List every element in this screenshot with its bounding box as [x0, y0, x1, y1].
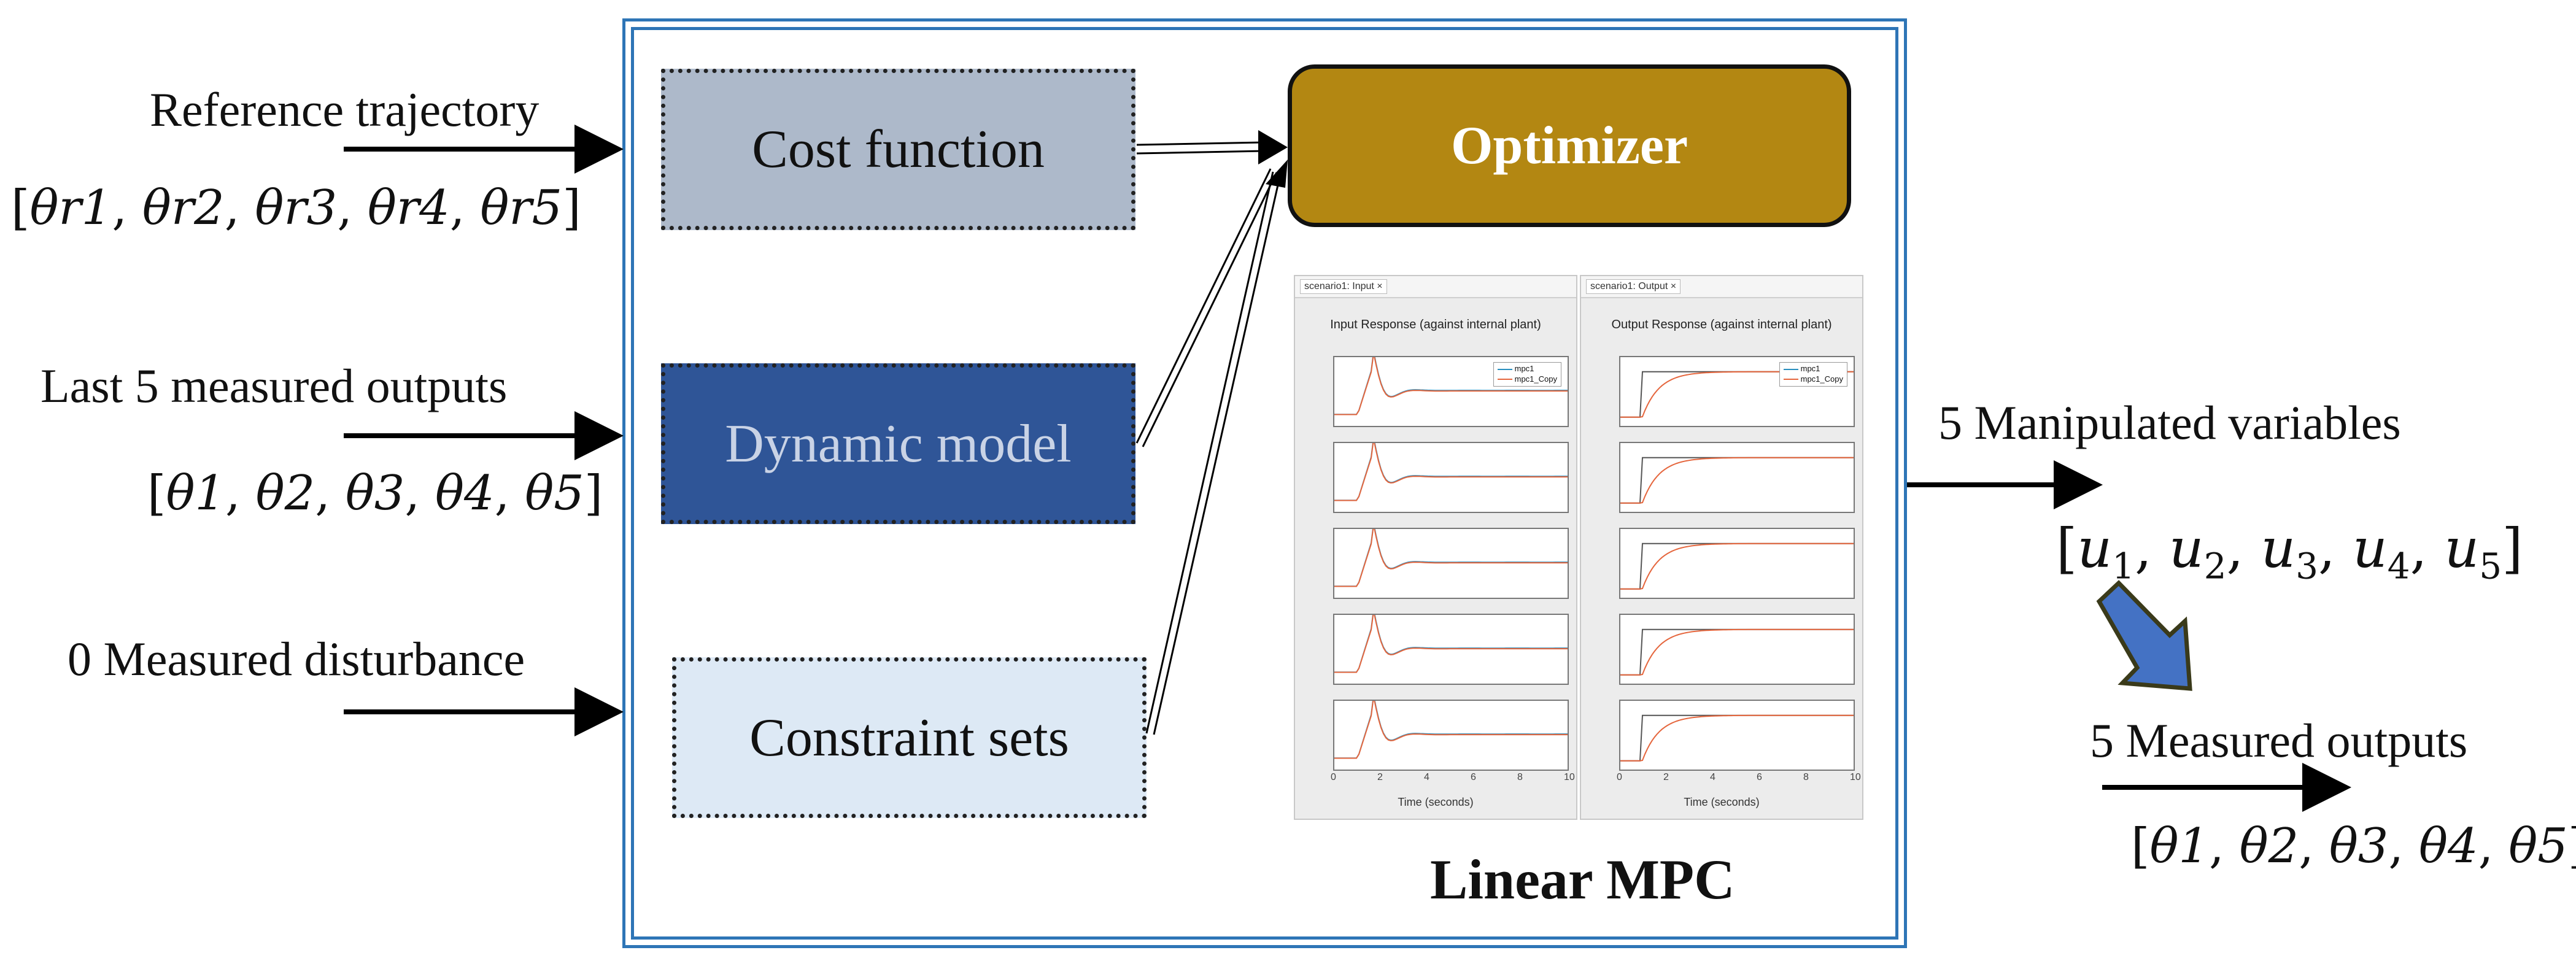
subplot — [1333, 614, 1569, 685]
u-symbol: u — [2352, 517, 2388, 580]
series-line-mpc1-copy — [1620, 714, 1854, 762]
output-response-title: Output Response (against internal plant) — [1611, 318, 1832, 331]
optimizer-links — [1135, 141, 1282, 735]
cost-function-block: Cost function — [661, 69, 1135, 230]
input-xlabel: Time (seconds) — [1398, 796, 1474, 808]
optimizer-block: Optimizer — [1288, 64, 1851, 227]
last-measured-outputs-label: Last 5 measured outputs — [41, 359, 508, 412]
dyn-arrow-head — [1266, 160, 1288, 188]
x-tick-label: 8 — [1517, 772, 1523, 782]
u-symbol: u — [2168, 517, 2204, 580]
series-line-mpc1-copy — [1620, 457, 1854, 504]
subplot — [1333, 700, 1569, 771]
input-tab[interactable]: scenario1: Input × — [1300, 279, 1387, 294]
subplot — [1333, 528, 1569, 599]
input-response-title: Input Response (against internal plant) — [1330, 318, 1541, 331]
manipulated-vector: [u1, u2, u3, u4, u5] — [2056, 517, 2523, 587]
x-tick-label: 2 — [1377, 772, 1383, 782]
x-tick-label: 10 — [1564, 772, 1575, 782]
blue-diagonal-arrow — [2096, 580, 2192, 691]
subplot — [1619, 528, 1855, 599]
series-line-mpc1-copy — [1334, 357, 1568, 415]
constraint-sets-block: Constraint sets — [672, 657, 1147, 818]
x-tick-label: 0 — [1617, 772, 1622, 782]
series-line-mpc1-copy — [1620, 542, 1854, 590]
subplot — [1333, 442, 1569, 513]
subplot — [1619, 700, 1855, 771]
reference-vector: [θr1, θr2, θr3, θr4, θr5] — [11, 180, 581, 236]
x-tick-label: 4 — [1710, 772, 1715, 782]
x-tick-label: 6 — [1757, 772, 1762, 782]
u-symbol: u — [2261, 517, 2296, 580]
output-xlabel: Time (seconds) — [1684, 796, 1760, 808]
u-symbol: u — [2077, 517, 2113, 580]
x-tick-label: 2 — [1663, 772, 1669, 782]
measured-outputs-label: 5 Measured outputs — [2090, 714, 2468, 767]
input-arrows — [344, 125, 2351, 812]
series-line-mpc1-copy — [1334, 443, 1568, 501]
output-tab[interactable]: scenario1: Output × — [1586, 279, 1681, 294]
mpc-frame — [622, 18, 1907, 948]
measured-out-vector: [θ1, θ2, θ3, θ4, θ5] — [2131, 819, 2576, 874]
linear-mpc-title: Linear MPC — [1430, 848, 1735, 911]
measured-vector: [θ1, θ2, θ3, θ4, θ5] — [147, 466, 603, 521]
measured-disturbance-label: 0 Measured disturbance — [68, 632, 525, 685]
series-line-mpc1-copy — [1334, 615, 1568, 673]
x-tick-label: 10 — [1850, 772, 1861, 782]
cost-arrow-head — [1258, 130, 1288, 164]
dynamic-model-block: Dynamic model — [661, 363, 1135, 524]
reference-trajectory-label: Reference trajectory — [150, 83, 540, 136]
u-symbol: u — [2444, 517, 2480, 580]
input-response-panel: scenario1: Input × Input Response (again… — [1294, 275, 1577, 820]
subplot — [1619, 442, 1855, 513]
series-line-mpc1-copy — [1334, 701, 1568, 759]
x-tick-label: 4 — [1424, 772, 1429, 782]
series-line-mpc1-copy — [1620, 628, 1854, 676]
x-tick-label: 0 — [1331, 772, 1336, 782]
subplot — [1619, 614, 1855, 685]
output-response-panel: scenario1: Output × Output Response (aga… — [1580, 275, 1863, 820]
x-tick-label: 6 — [1471, 772, 1476, 782]
x-tick-label: 8 — [1803, 772, 1809, 782]
manipulated-variables-label: 5 Manipulated variables — [1938, 396, 2401, 449]
series-line-mpc1-copy — [1334, 529, 1568, 587]
